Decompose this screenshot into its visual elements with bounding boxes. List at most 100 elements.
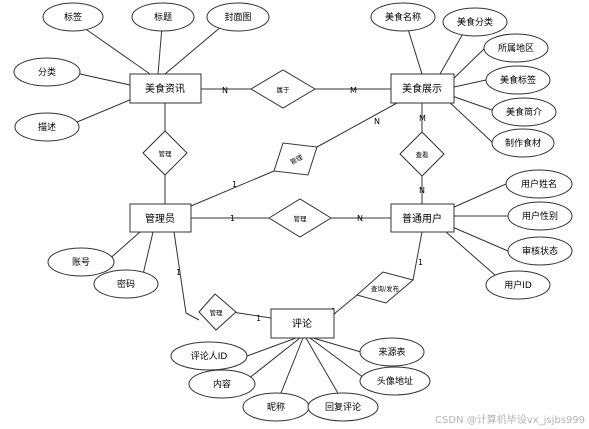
attribute-info-tag: 标签	[42, 2, 104, 32]
svg-text:美食简介: 美食简介	[506, 106, 542, 118]
edge-comment-nickname	[278, 337, 304, 399]
edge-manage2-show	[316, 102, 398, 148]
svg-text:封面图: 封面图	[224, 11, 251, 23]
card-admin-user-1: 1	[230, 214, 235, 223]
svg-text:分类: 分类	[38, 66, 56, 78]
card-show-belongs: M	[350, 86, 357, 95]
relationship-manage-user: 管理	[268, 198, 332, 238]
card-show-view: M	[419, 114, 426, 123]
relationship-manage-info: 管理	[142, 130, 188, 176]
svg-text:用户姓名: 用户姓名	[521, 178, 557, 190]
svg-text:用户ID: 用户ID	[504, 279, 532, 291]
edge-user-name	[451, 183, 507, 209]
card-admin-comment-1: 1	[176, 268, 181, 277]
entity-admin-label: 管理员	[145, 212, 175, 225]
attribute-info-desc: 描述	[14, 112, 80, 142]
edge-info-category	[70, 71, 131, 86]
card-comment-admin-1: 1	[256, 314, 261, 323]
attribute-user-gender: 用户性别	[507, 201, 573, 231]
entity-admin: 管理员	[129, 203, 192, 233]
svg-text:用户性别: 用户性别	[522, 210, 558, 222]
attribute-show-intro: 美食简介	[491, 97, 557, 127]
svg-text:标签: 标签	[64, 11, 82, 23]
edge-admin-manage4	[173, 231, 200, 321]
svg-text:制作食材: 制作食材	[505, 137, 541, 149]
edge-post-comment	[333, 294, 358, 315]
relationship-manage-user-label: 管理	[294, 214, 308, 223]
attribute-comment-nickname: 昵称	[242, 392, 310, 422]
attribute-info-category: 分类	[13, 57, 81, 87]
card-user-comment-1: 1	[418, 258, 423, 267]
svg-text:美食分类: 美食分类	[457, 16, 493, 28]
entity-comment: 评论	[270, 308, 335, 339]
relationship-comment-post-label: 查询/发布	[371, 284, 400, 293]
edge-comment-avatar	[309, 337, 365, 379]
relationship-manage-show: 管理	[273, 142, 318, 176]
svg-text:标题: 标题	[154, 11, 172, 23]
edge-show-tag	[453, 79, 487, 88]
edge-comment-commenter	[246, 337, 297, 357]
svg-text:所属地区: 所属地区	[498, 42, 534, 54]
edge-show-name	[406, 25, 423, 75]
attribute-comment-source: 来源表	[359, 337, 425, 367]
entity-food-show: 美食展示	[390, 73, 455, 104]
relationship-belongs-label: 属于	[277, 86, 291, 94]
attribute-admin-password: 密码	[93, 269, 159, 299]
svg-text:描述: 描述	[38, 121, 56, 133]
svg-text:审核状态: 审核状态	[522, 245, 558, 257]
entity-food-info: 美食资讯	[129, 73, 202, 104]
attribute-info-cover: 封面图	[206, 2, 270, 32]
edge-show-region	[451, 47, 486, 81]
attribute-user-audit: 审核状态	[507, 236, 573, 266]
edges	[69, 22, 509, 399]
svg-text:评论人ID: 评论人ID	[191, 350, 228, 362]
attribute-show-category: 美食分类	[442, 7, 508, 37]
cardinality-labels: N M 1 N M N 1 N 1 1 1 1	[176, 86, 426, 323]
relationship-comment-post: 查询/发布	[355, 271, 415, 304]
attribute-info-title: 标题	[131, 2, 195, 32]
attribute-admin-account: 账号	[47, 247, 115, 277]
edge-show-ingredients	[445, 98, 494, 144]
card-admin-show-1: 1	[232, 180, 237, 189]
entity-comment-label: 评论	[292, 317, 312, 330]
attribute-comment-commenter: 评论人ID	[170, 341, 248, 371]
relationship-manage-info-label: 管理	[159, 149, 173, 158]
edge-user-audit	[449, 225, 509, 252]
svg-text:密码: 密码	[117, 278, 135, 290]
edge-info-title	[157, 26, 163, 75]
edge-comment-content	[242, 337, 301, 384]
edge-info-tag	[76, 22, 151, 75]
svg-text:昵称: 昵称	[267, 401, 285, 413]
attribute-show-tag: 美食标签	[485, 65, 551, 95]
svg-text:美食标签: 美食标签	[500, 74, 536, 86]
entity-food-show-label: 美食展示	[402, 82, 442, 95]
relationship-manage-comment: 管理	[198, 293, 237, 331]
edge-user-post	[412, 231, 423, 281]
edge-comment-reply	[305, 337, 340, 396]
attribute-show-name: 美食名称	[370, 2, 436, 32]
edge-user-id	[445, 231, 505, 284]
relationship-view: 查看	[399, 131, 445, 177]
attribute-comment-reply: 回复评论	[307, 392, 379, 422]
relationship-view-label: 查看	[416, 150, 430, 159]
entity-user-label: 普通用户	[402, 212, 442, 225]
attribute-comment-avatar: 头像地址	[359, 366, 431, 396]
card-admin-show-n: N	[374, 117, 380, 126]
watermark: CSDN @计算机毕设vx_jsjbs999	[435, 415, 585, 426]
relationship-manage-comment-label: 管理	[210, 308, 224, 317]
svg-text:内容: 内容	[213, 378, 231, 390]
edge-comment-source	[312, 337, 362, 353]
card-user-view: N	[419, 186, 425, 195]
entity-food-info-label: 美食资讯	[145, 82, 185, 95]
attribute-show-region: 所属地区	[483, 33, 549, 63]
attribute-user-id: 用户ID	[485, 270, 551, 300]
svg-text:来源表: 来源表	[378, 346, 405, 358]
svg-text:回复评论: 回复评论	[325, 401, 361, 413]
edge-show-intro	[451, 95, 493, 111]
svg-text:账号: 账号	[72, 257, 90, 268]
edge-info-cover	[164, 25, 223, 75]
card-admin-user-n: N	[357, 214, 363, 223]
edge-show-category	[439, 29, 466, 75]
attribute-user-name: 用户姓名	[505, 169, 573, 199]
